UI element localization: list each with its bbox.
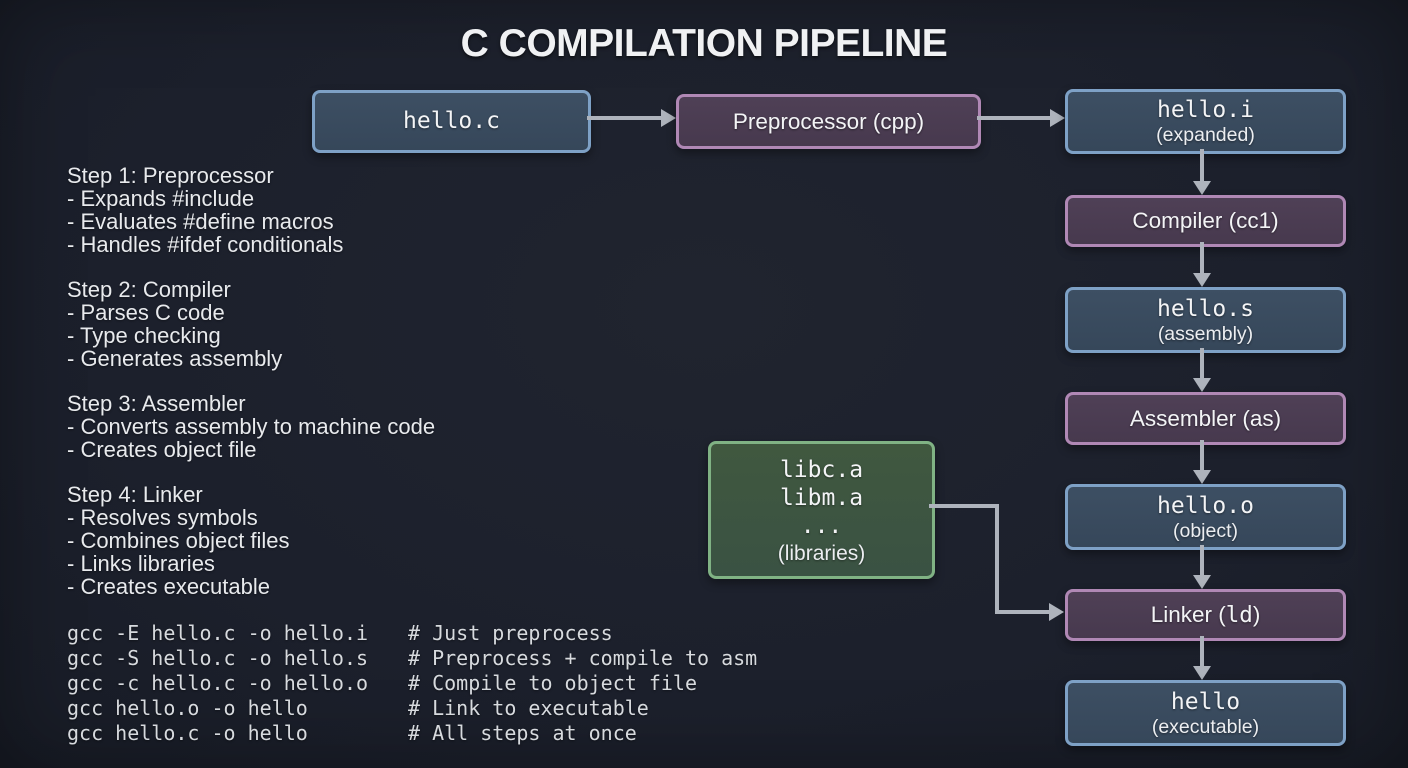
step-group-4: Step 4: Linker - Resolves symbols - Comb… — [67, 483, 435, 598]
step-bullet: - Parses C code — [67, 300, 225, 325]
arrowhead-down-icon — [1193, 378, 1211, 392]
commands-panel: gcc -E hello.c -o hello.i # Just preproc… — [67, 621, 757, 746]
command-comment: # Link to executable — [408, 696, 649, 720]
command-line: gcc hello.c -o hello # All steps at once — [67, 721, 757, 746]
node-label: Linker (ld) — [1151, 602, 1261, 628]
arrowhead-down-icon — [1193, 575, 1211, 589]
command-line: gcc -E hello.c -o hello.i # Just preproc… — [67, 621, 757, 646]
arrow-line — [1200, 149, 1204, 181]
arrowhead-down-icon — [1193, 181, 1211, 195]
arrowhead-right-icon — [661, 109, 676, 127]
node-hello-executable: hello (executable) — [1065, 680, 1346, 746]
library-file: ... — [800, 512, 843, 539]
libraries-caption: (libraries) — [777, 541, 866, 565]
node-label: hello.o — [1157, 492, 1254, 519]
command-text: gcc -E hello.c -o hello.i — [67, 621, 369, 645]
node-label: Compiler (cc1) — [1132, 208, 1279, 233]
arrowhead-down-icon — [1193, 470, 1211, 484]
step-heading: Step 2: Compiler — [67, 277, 231, 302]
step-bullet: - Evaluates #define macros — [67, 209, 334, 234]
command-comment: # Preprocess + compile to asm — [408, 646, 758, 670]
arrow-line — [995, 610, 1049, 614]
arrow-line — [587, 116, 661, 120]
step-bullet: - Creates object file — [67, 437, 257, 462]
step-bullet: - Expands #include — [67, 186, 255, 211]
node-hello-i: hello.i (expanded) — [1065, 89, 1346, 154]
command-line: gcc -c hello.c -o hello.o # Compile to o… — [67, 671, 757, 696]
page-title: C COMPILATION PIPELINE — [460, 22, 948, 65]
step-bullet: - Converts assembly to machine code — [67, 414, 436, 439]
node-hello-s: hello.s (assembly) — [1065, 287, 1346, 353]
arrow-line — [977, 116, 1050, 120]
node-compiler: Compiler (cc1) — [1065, 195, 1346, 247]
command-comment: # Compile to object file — [408, 671, 697, 695]
arrow-line — [1200, 545, 1204, 575]
arrow-line — [995, 504, 999, 614]
command-comment: # Just preprocess — [408, 621, 613, 645]
node-hello-c: hello.c — [312, 90, 591, 153]
command-text: gcc hello.c -o hello — [67, 721, 308, 745]
step-bullet: - Generates assembly — [67, 346, 283, 371]
arrow-line — [929, 504, 997, 508]
arrow-line — [1200, 348, 1204, 378]
step-bullet: - Resolves symbols — [67, 505, 258, 530]
step-bullet: - Links libraries — [67, 551, 215, 576]
node-label-text: Linker ( — [1150, 602, 1226, 627]
step-group-1: Step 1: Preprocessor - Expands #include … — [67, 164, 435, 256]
command-comment: # All steps at once — [408, 721, 637, 745]
node-preprocessor: Preprocessor (cpp) — [676, 94, 981, 149]
node-hello-o: hello.o (object) — [1065, 484, 1346, 550]
node-sublabel: (executable) — [1151, 715, 1260, 738]
node-label: Preprocessor (cpp) — [732, 108, 925, 134]
step-heading: Step 3: Assembler — [67, 391, 246, 416]
node-sublabel: (expanded) — [1156, 124, 1255, 146]
arrow-line — [1200, 242, 1204, 273]
library-file: libm.a — [779, 484, 864, 511]
node-label-text: ) — [1252, 602, 1261, 627]
steps-panel: Step 1: Preprocessor - Expands #include … — [67, 164, 435, 620]
arrowhead-right-icon — [1050, 109, 1065, 127]
command-line: gcc hello.o -o hello # Link to executabl… — [67, 696, 757, 721]
arrowhead-down-icon — [1193, 666, 1211, 680]
arrowhead-right-icon — [1049, 603, 1064, 621]
node-label: hello.s — [1157, 295, 1254, 322]
command-text: gcc -c hello.c -o hello.o — [67, 671, 369, 695]
node-label-mono-text: ld — [1225, 602, 1253, 628]
step-bullet: - Creates executable — [67, 574, 270, 599]
arrowhead-down-icon — [1193, 273, 1211, 287]
step-heading: Step 4: Linker — [67, 482, 203, 507]
node-label: hello.i — [1157, 97, 1254, 123]
node-label: Assembler (as) — [1129, 405, 1282, 431]
library-file: libc.a — [779, 456, 864, 483]
step-group-2: Step 2: Compiler - Parses C code - Type … — [67, 278, 435, 370]
step-bullet: - Type checking — [67, 323, 221, 348]
node-label: hello.c — [403, 108, 500, 134]
node-sublabel: (object) — [1172, 519, 1239, 542]
node-linker: Linker (ld) — [1065, 589, 1346, 641]
step-heading: Step 1: Preprocessor — [67, 163, 274, 188]
step-bullet: - Handles #ifdef conditionals — [67, 232, 344, 257]
arrow-line — [1200, 636, 1204, 666]
node-label: hello — [1170, 688, 1241, 715]
command-text: gcc -S hello.c -o hello.s — [67, 646, 369, 670]
node-sublabel: (assembly) — [1157, 322, 1254, 345]
step-bullet: - Combines object files — [67, 528, 290, 553]
command-line: gcc -S hello.c -o hello.s # Preprocess +… — [67, 646, 757, 671]
command-text: gcc hello.o -o hello — [67, 696, 308, 720]
step-group-3: Step 3: Assembler - Converts assembly to… — [67, 392, 435, 461]
node-assembler: Assembler (as) — [1065, 392, 1346, 445]
arrow-line — [1200, 440, 1204, 470]
libraries-box: libc.a libm.a ... (libraries) — [708, 441, 935, 579]
